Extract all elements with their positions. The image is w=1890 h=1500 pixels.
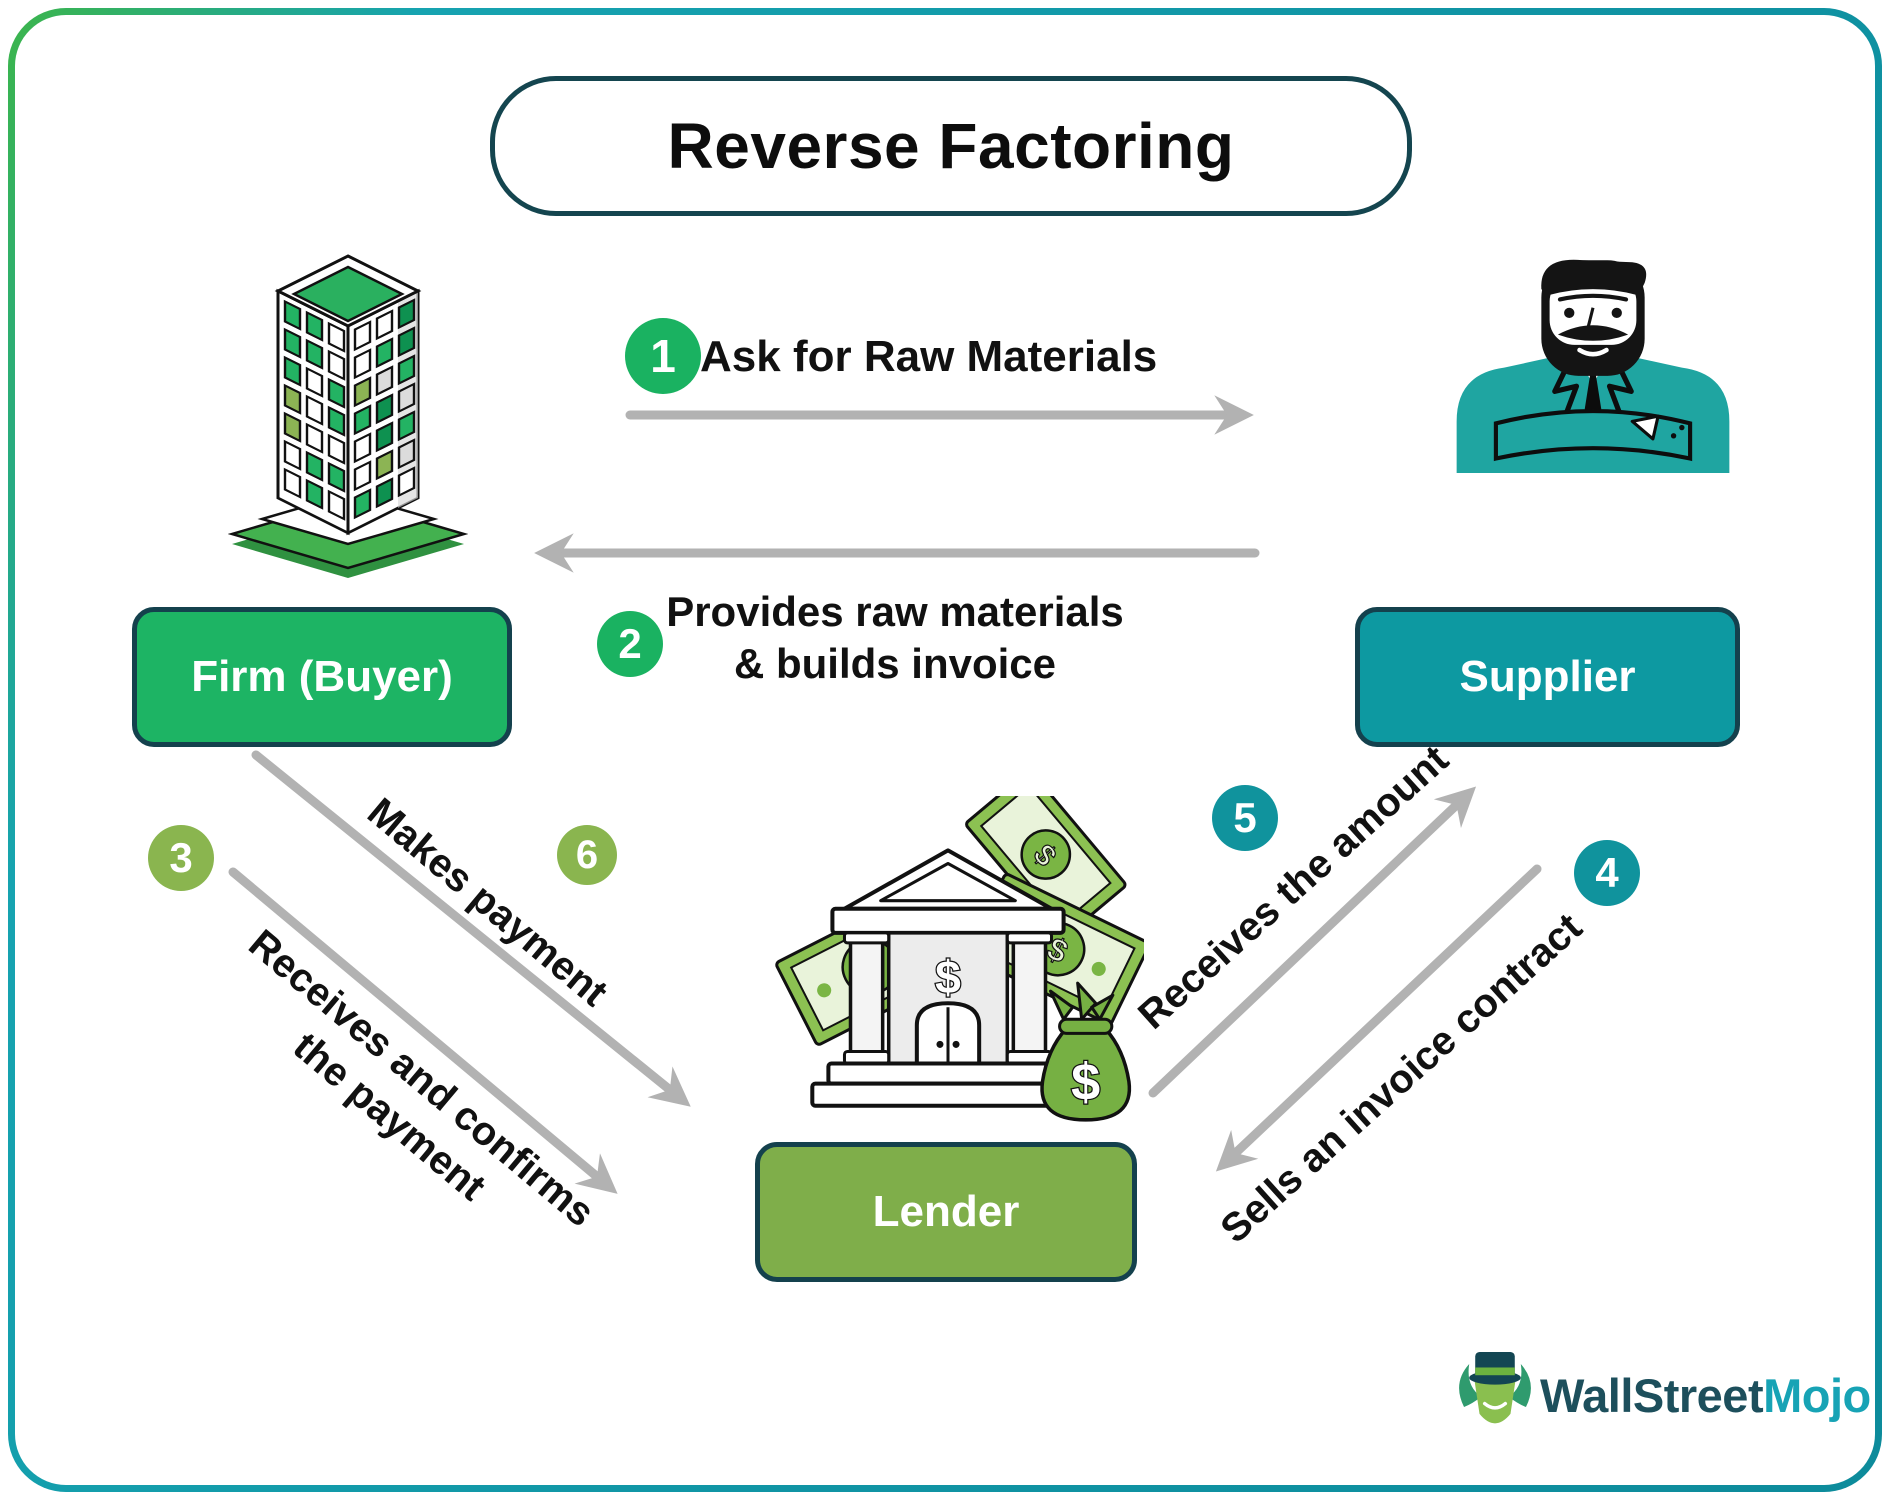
supplier-label: Supplier <box>1459 652 1636 701</box>
lender-box: Lender <box>755 1142 1137 1282</box>
step-3-badge: 3 <box>148 825 214 891</box>
step-2-label: Provides raw materials & builds invoice <box>666 588 1124 688</box>
step-4-label: Sells an invoice contract <box>1212 905 1591 1252</box>
lender-label: Lender <box>872 1187 1020 1236</box>
step-2-badge: 2 <box>597 611 663 677</box>
building-icon <box>228 254 468 578</box>
step-6-label: Makes payment <box>359 789 616 1015</box>
title-pill: Reverse Factoring <box>490 76 1412 216</box>
brand-primary: WallStreet <box>1540 1369 1764 1422</box>
firm-buyer-box: Firm (Buyer) <box>132 607 512 747</box>
wallstreetmojo-bull-icon <box>1459 1352 1531 1424</box>
firm-buyer-label: Firm (Buyer) <box>191 652 453 701</box>
page-title: Reverse Factoring <box>667 110 1235 182</box>
supplier-person-icon <box>1456 259 1730 473</box>
brand-secondary: Mojo <box>1763 1369 1871 1422</box>
step-1-label: Ask for Raw Materials <box>700 332 1158 381</box>
step-6-badge: 6 <box>557 825 617 885</box>
bank-money-icon: $ $ $ $ <box>775 796 1144 1122</box>
svg-text:$: $ <box>1071 1054 1100 1112</box>
step-4-badge: 4 <box>1574 840 1640 906</box>
step-5-label: Receives the amount <box>1130 737 1457 1038</box>
step-1-badge: 1 <box>625 318 701 394</box>
svg-text:$: $ <box>935 951 961 1003</box>
supplier-box: Supplier <box>1355 607 1740 747</box>
step-5-badge: 5 <box>1212 785 1278 851</box>
